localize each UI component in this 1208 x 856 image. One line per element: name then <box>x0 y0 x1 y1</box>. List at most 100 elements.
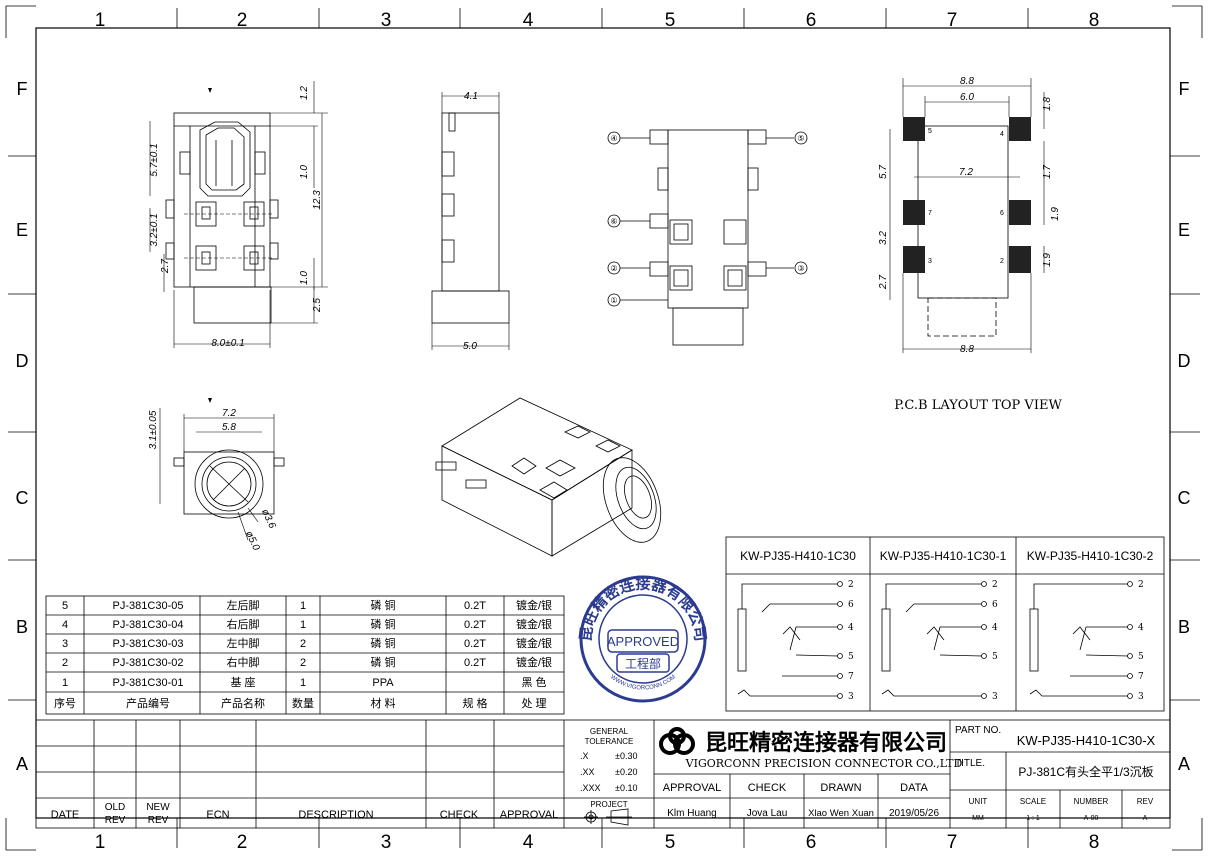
bom-cell: 左后脚 <box>227 598 260 612</box>
row-label-right: C <box>1178 488 1191 508</box>
pin-label: ④ <box>610 134 617 143</box>
bom-cell: 磷 铜 <box>370 636 395 650</box>
pin-number: 5 <box>992 652 998 662</box>
dim-label: 3.2±0.1 <box>149 213 160 246</box>
top-view <box>149 81 328 348</box>
col-label-top: 5 <box>665 10 676 31</box>
meta-headers: UNIT SCALE NUMBER REV <box>969 797 1154 806</box>
schematic-header: KW-PJ35-H410-1C30-1 <box>880 549 1007 563</box>
col-label-top: 3 <box>381 10 392 31</box>
side-view-dims: 4.1 5.0 <box>463 91 478 352</box>
pcb-layout <box>889 78 1045 353</box>
company-logo <box>659 727 695 755</box>
col-label-bottom: 5 <box>665 832 676 853</box>
approval-header: DRAWN <box>820 782 861 794</box>
schematic-headers: KW-PJ35-H410-1C30 KW-PJ35-H410-1C30-1 KW… <box>740 549 1153 563</box>
pcb-pad <box>903 117 925 141</box>
pin-number: 3 <box>848 692 854 702</box>
dim-label: 7.2 <box>959 167 973 178</box>
part-no-value: KW-PJ35-H410-1C30-X <box>1017 733 1156 748</box>
row-label-left: E <box>16 220 28 240</box>
bom-cell: 0.2T <box>464 638 486 650</box>
dim-label: 1.0 <box>299 165 310 179</box>
bom-cell: 3 <box>62 638 68 650</box>
bom-header-cell: 规 格 <box>462 696 487 710</box>
company-name-en: VIGORCONN PRECISION CONNECTOR CO.,LTD <box>685 757 963 770</box>
row-label-left: F <box>17 79 28 99</box>
bom-cell: 0.2T <box>464 657 486 669</box>
meta-header: REV <box>1137 797 1154 806</box>
schematic-header: KW-PJ35-H410-1C30-2 <box>1027 549 1154 563</box>
dim-label: 5.8 <box>222 422 236 433</box>
pin-number: 3 <box>992 692 998 702</box>
dim-label: 8.8 <box>960 344 974 355</box>
iso-view <box>435 397 662 557</box>
row-label-right: F <box>1179 79 1190 99</box>
bom-cell: 左中脚 <box>227 636 260 650</box>
tolerance-x: .X <box>580 751 589 761</box>
tolerance-x-val: ±0.30 <box>615 751 637 761</box>
dim-label: 12.3 <box>312 190 323 210</box>
dim-label: 1.2 <box>299 86 310 100</box>
title-value: PJ-381C有头全平1/3沉板 <box>1018 764 1153 779</box>
pad-number: 7 <box>928 210 932 217</box>
bom-cell: 1 <box>62 677 68 689</box>
bom-cell: 5 <box>62 600 68 612</box>
pcb-pad <box>903 200 925 225</box>
pin-number: 5 <box>1138 652 1144 662</box>
bom-cell: 右后脚 <box>227 617 260 631</box>
meta-value: A <box>1143 815 1148 822</box>
pcb-pad-numbers: 5 4 7 6 3 2 <box>928 128 1004 265</box>
bom-cell: PJ-381C30-05 <box>113 600 184 612</box>
approval-value: Klm Huang <box>667 808 716 819</box>
col-label-bottom: 8 <box>1089 832 1100 853</box>
part-no-label: PART NO. <box>955 725 1001 736</box>
col-label-top: 1 <box>95 10 106 31</box>
rev-header: APPROVAL <box>500 809 559 821</box>
dim-label: 1.9 <box>1042 253 1053 267</box>
pin-number: 5 <box>848 652 854 662</box>
tolerance-label: GENERAL <box>590 727 629 736</box>
col-label-top: 4 <box>523 10 534 31</box>
approval-header: APPROVAL <box>663 782 722 794</box>
bom-header-cell: 产品编号 <box>126 696 170 710</box>
rev-header: DATE <box>51 809 80 821</box>
row-label-left: B <box>16 617 28 637</box>
row-label-right: A <box>1178 754 1190 774</box>
tolerance-xx: .XX <box>580 767 595 777</box>
pin-number: 7 <box>848 672 854 682</box>
approval-value: Jova Lau <box>747 808 788 819</box>
bom-cell: 2 <box>300 657 306 669</box>
meta-value: MM <box>972 815 984 822</box>
row-label-right: E <box>1178 220 1190 240</box>
bom-cell: 1 <box>300 600 306 612</box>
tolerance-xxx-val: ±0.10 <box>615 783 637 793</box>
pin-number: 2 <box>992 580 998 590</box>
schematic-table <box>725 536 1165 712</box>
rev-header: CHECK <box>440 809 479 821</box>
project-label: PROJECT <box>590 800 627 809</box>
approval-values: Klm Huang Jova Lau Xlao Wen Xuan 2019/05… <box>667 808 939 819</box>
bom-cell: 磷 铜 <box>370 655 395 669</box>
dim-label: 5.7 <box>878 165 889 179</box>
row-label-right: D <box>1178 351 1191 371</box>
col-label-top: 6 <box>806 10 817 31</box>
tolerance-xx-val: ±0.20 <box>615 767 637 777</box>
bom-cell: PPA <box>372 677 394 689</box>
pin-label: ① <box>610 296 617 305</box>
pad-number: 2 <box>1000 258 1004 265</box>
sheet-frame <box>5 5 1203 851</box>
dim-label: 4.1 <box>464 91 478 102</box>
pin-number: 6 <box>848 600 854 610</box>
pin-number: 4 <box>992 623 998 633</box>
meta-value: 1 : 1 <box>1026 815 1040 822</box>
pad-number: 5 <box>928 128 932 135</box>
pad-number: 3 <box>928 258 932 265</box>
dim-label: 5.7±0.1 <box>149 143 160 176</box>
col-label-bottom: 7 <box>947 832 958 853</box>
dim-label: 3.1±0.05 <box>148 410 159 449</box>
